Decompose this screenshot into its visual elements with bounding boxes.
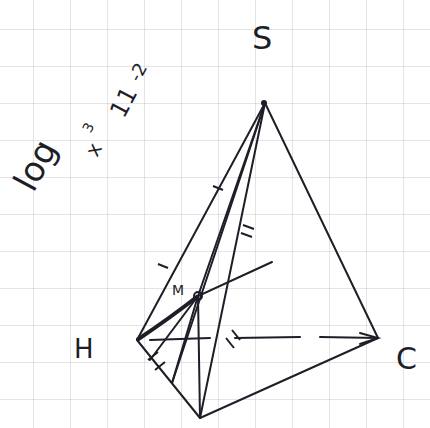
vertex-label: S xyxy=(252,22,272,54)
point-m xyxy=(194,292,202,300)
point-label: M xyxy=(172,283,184,297)
pyramid-edges xyxy=(137,103,378,418)
vertex-label: C xyxy=(396,344,417,374)
segment-hm xyxy=(137,296,198,340)
apex-dot xyxy=(261,100,267,106)
vertex-label: H xyxy=(74,336,94,362)
tick-marks xyxy=(148,186,254,370)
